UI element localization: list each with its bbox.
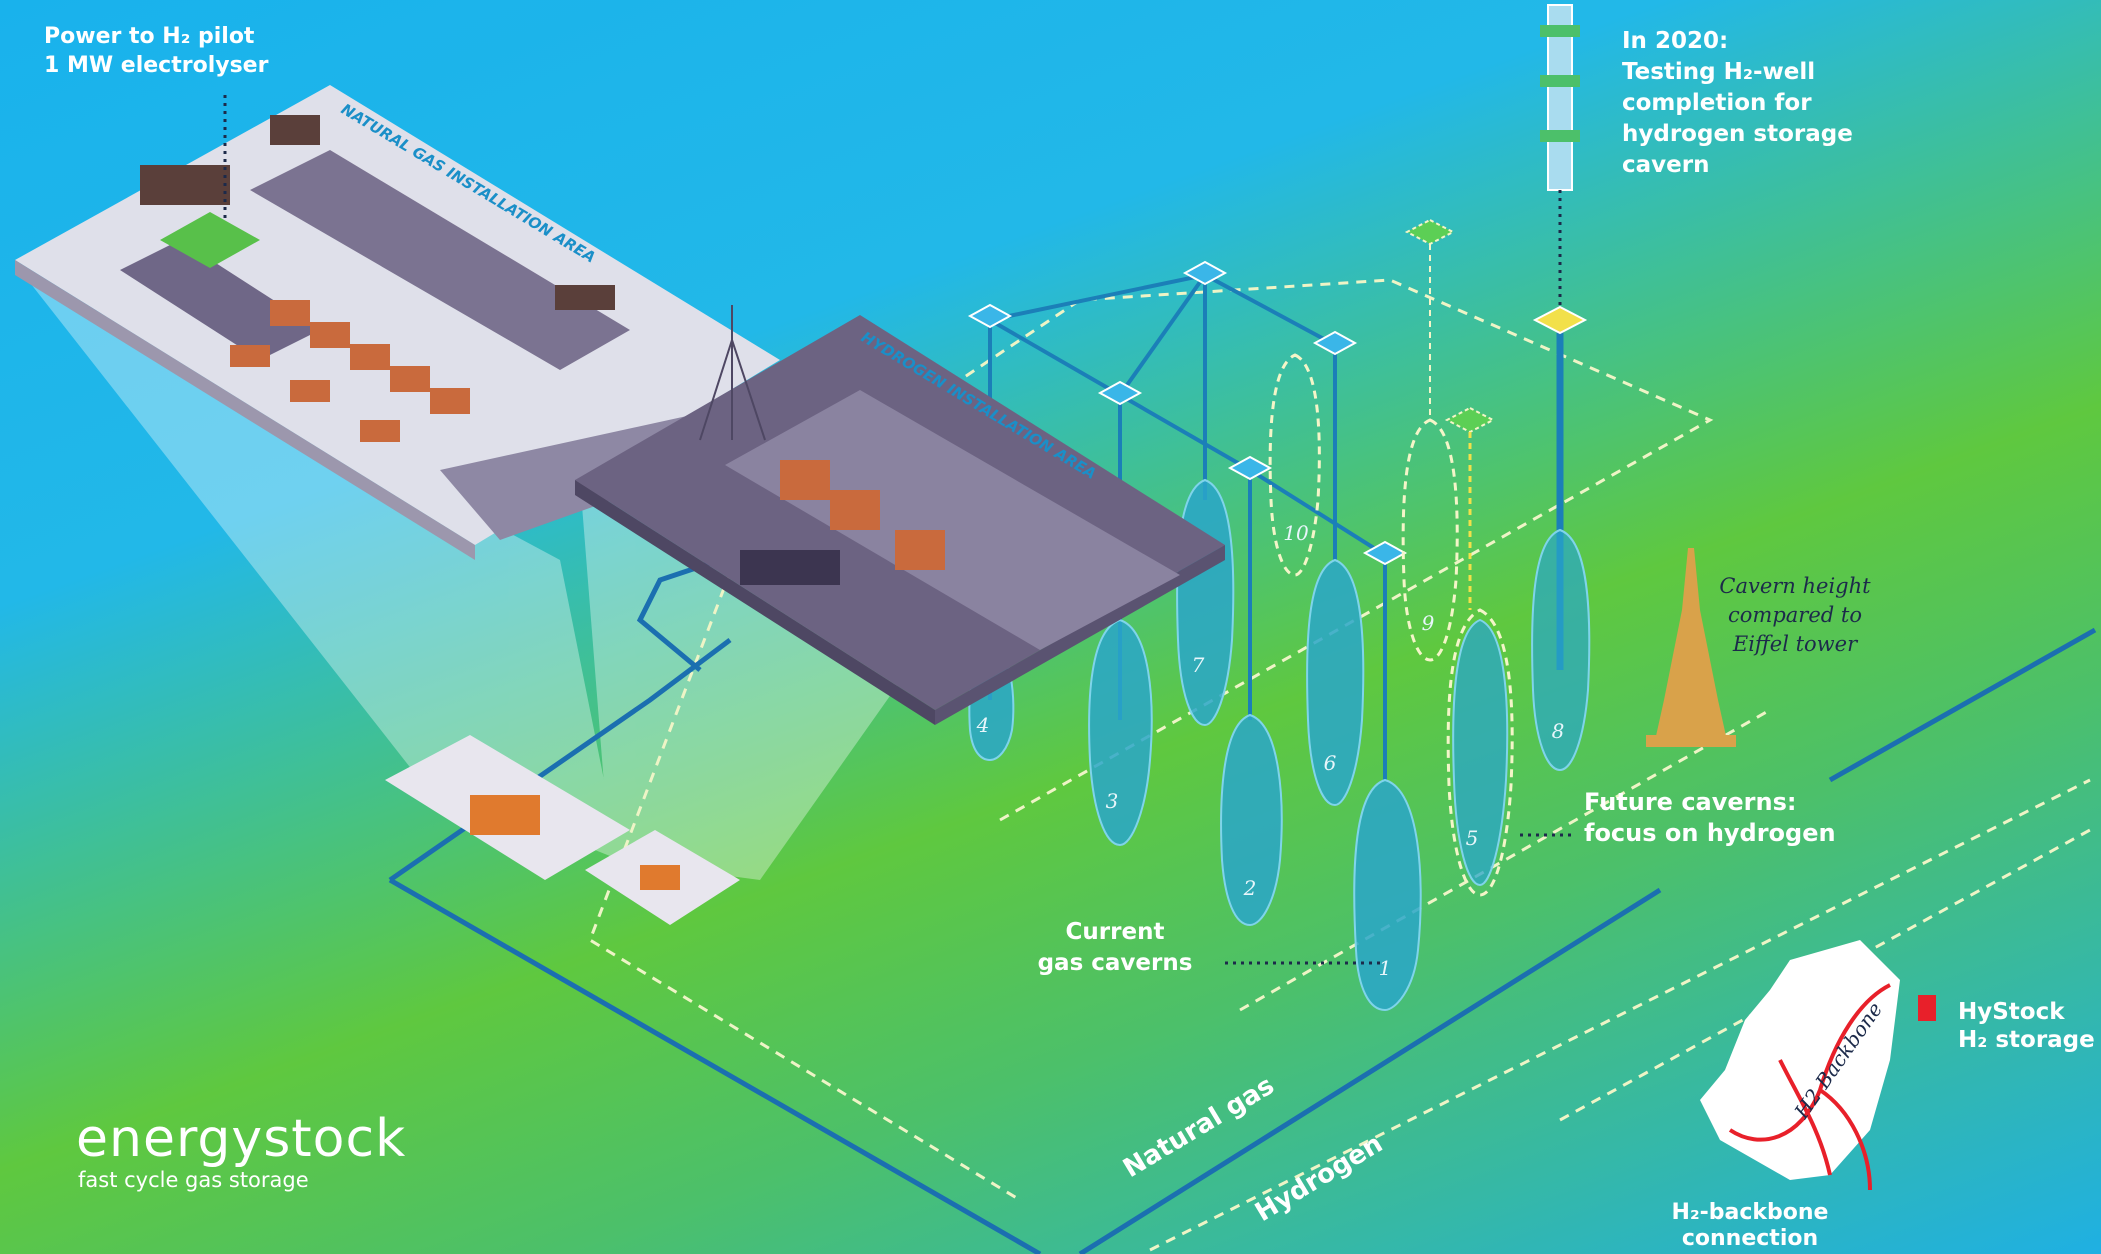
future-caverns-label: Future caverns: focus on hydrogen [1584,787,1836,849]
eiffel-caption: Cavern height compared to Eiffel tower [1700,572,1890,659]
cavern-3 [1088,618,1153,847]
current-caverns-label: Current gas caverns [1030,917,1200,979]
pilot-label-line2: 1 MW electrolyser [44,53,269,78]
leader-lines [223,95,1575,965]
pipe-natural-gas [1078,887,1662,1254]
cavern-number-3: 3 [1106,789,1119,813]
caverns [968,478,1591,1012]
cavern-number-5: 5 [1466,826,1479,850]
current-caverns-line2: gas caverns [1037,950,1193,976]
storage-field-outline [588,278,2091,1252]
backbone-connection-line2: connection [1681,1226,1819,1251]
cavern-1 [1353,778,1422,1012]
pilot-label-line1: Power to H₂ pilot [44,24,255,49]
well-test-line4: hydrogen storage [1622,121,1853,147]
brand-logo: energystock fast cycle gas storage [76,1110,406,1192]
eiffel-tower [1646,548,1736,747]
cavern-7 [1176,478,1235,727]
well-completion-tower [1540,4,1580,307]
hystock-icon [1918,995,1936,1021]
cavern-5 [1452,618,1509,887]
well-test-line1: In 2020: [1622,28,1729,54]
pipelines [388,557,2097,1254]
pilot-label: Power to H₂ pilot 1 MW electrolyser [44,22,268,80]
mast [699,305,766,441]
site-overview-natural-gas [385,735,630,880]
eiffel-caption-line2: compared to [1728,603,1862,627]
pipe-label-hydrogen: Hydrogen [1250,1129,1388,1228]
site-overview-hydrogen [585,830,740,925]
well-test-label: In 2020: Testing H₂-well completion for … [1622,26,1853,181]
hystock-label: HyStock H₂ storage [1958,998,2095,1054]
cavern-2 [1220,713,1283,927]
cavern-number-7: 7 [1192,653,1205,677]
backbone-connection-line1: H₂-backbone [1671,1200,1829,1225]
cavern-number-10: 10 [1283,521,1309,545]
future-caverns-line1: Future caverns: [1584,788,1797,816]
cavern-10 [1268,353,1321,577]
backbone-map [1700,940,1936,1191]
backbone-connection-label: H₂-backbone connection [1650,1200,1850,1252]
cavern-8 [1531,528,1591,772]
future-wellheads [1404,218,1496,434]
wellheads [967,260,1588,566]
cavern-9 [1401,418,1459,662]
cavern-number-9: 9 [1422,611,1435,635]
hystock-line2: H₂ storage [1958,1027,2095,1053]
future-caverns [1268,353,1514,897]
cavern-number-4: 4 [976,713,990,737]
cavern-number-2: 2 [1243,876,1257,900]
current-caverns-line1: Current [1065,919,1165,945]
pipe-label-natural-gas: Natural gas [1118,1071,1279,1184]
brand-name: energystock [76,1109,407,1169]
well-test-line5: cavern [1622,152,1710,178]
cavern-numbers: 1 2 3 4 5 6 7 8 9 10 [976,521,1565,980]
cavern-number-6: 6 [1324,751,1337,775]
cavern-6 [1306,558,1365,807]
brand-tagline: fast cycle gas storage [78,1168,309,1192]
eiffel-caption-line3: Eiffel tower [1732,632,1858,656]
eiffel-caption-line1: Cavern height [1719,574,1871,598]
well-test-line3: completion for [1622,90,1812,116]
future-caverns-line2: focus on hydrogen [1584,819,1836,847]
hystock-line1: HyStock [1958,999,2065,1025]
hydrogen-installation-area [575,315,1225,725]
cavern-number-8: 8 [1552,719,1565,743]
cavern-number-1: 1 [1379,956,1392,980]
well-test-line2: Testing H₂-well [1622,59,1816,85]
